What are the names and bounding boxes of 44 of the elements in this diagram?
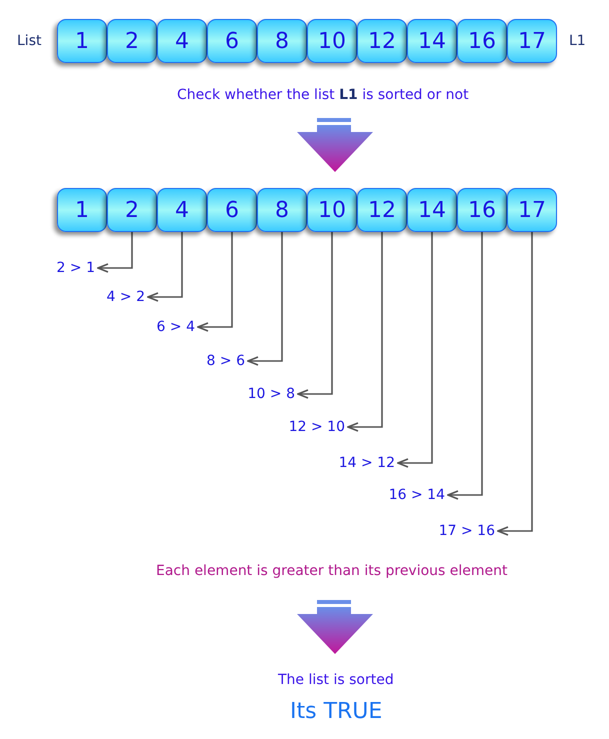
comparison-text: 4 > 2 — [65, 288, 145, 306]
comparison-text: 2 > 1 — [15, 259, 95, 277]
list-element: 17 — [507, 19, 557, 63]
list-element: 12 — [357, 19, 407, 63]
result-value: Its TRUE — [290, 698, 382, 726]
comparison-text: 8 > 6 — [165, 352, 245, 370]
arrow — [97, 232, 133, 273]
arrow — [147, 232, 183, 302]
list-element: 16 — [457, 19, 507, 63]
list-element: 2 — [107, 19, 157, 63]
list-element: 12 — [357, 188, 407, 232]
list-element: 8 — [257, 19, 307, 63]
arrow — [197, 232, 233, 332]
list-element: 8 — [257, 188, 307, 232]
list-element: 6 — [207, 19, 257, 63]
arrow — [297, 232, 333, 399]
list-label: List — [17, 32, 42, 51]
result-text: The list is sorted — [278, 671, 394, 690]
comparison-text: 12 > 10 — [265, 418, 345, 436]
list-element: 14 — [407, 188, 457, 232]
arrow — [497, 232, 533, 536]
comparison-text: 16 > 14 — [365, 486, 445, 504]
explanation-text: Each element is greater than its previous element — [156, 562, 508, 581]
list-element: 4 — [157, 19, 207, 63]
list-element: 10 — [307, 188, 357, 232]
list-element: 2 — [107, 188, 157, 232]
arrow — [447, 232, 483, 500]
instruction-text: Check whether the list L1 is sorted or not — [177, 86, 469, 105]
list-element: 16 — [457, 188, 507, 232]
list-element: 4 — [157, 188, 207, 232]
list-element: 14 — [407, 19, 457, 63]
comparison-text: 10 > 8 — [215, 385, 295, 403]
list-name: L1 — [569, 32, 586, 51]
arrow — [397, 232, 433, 468]
list-element: 10 — [307, 19, 357, 63]
list-element: 1 — [57, 19, 107, 63]
comparison-text: 17 > 16 — [415, 522, 495, 540]
arrow — [347, 232, 383, 432]
comparison-text: 14 > 12 — [315, 454, 395, 472]
list-element: 1 — [57, 188, 107, 232]
list-element: 17 — [507, 188, 557, 232]
arrow — [247, 232, 283, 366]
comparison-text: 6 > 4 — [115, 318, 195, 336]
list-element: 6 — [207, 188, 257, 232]
